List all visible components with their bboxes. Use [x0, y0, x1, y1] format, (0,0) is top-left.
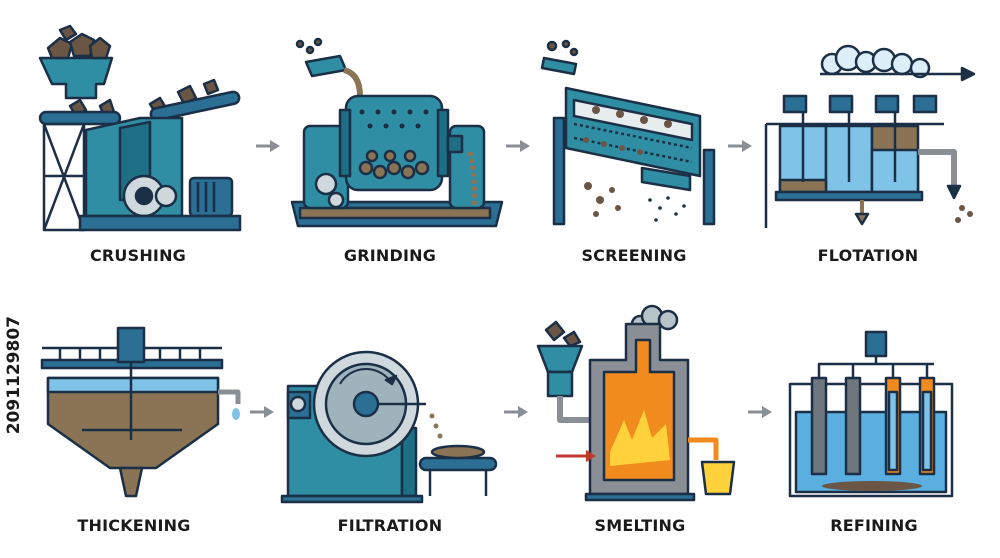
arrow-crushing-to-grinding-icon [256, 140, 280, 152]
stage-label-filtration: FILTRATION [337, 516, 443, 535]
vibrating-screen-illustration [540, 39, 716, 226]
arrow-screening-to-flotation-icon [728, 140, 752, 152]
grinding-mill-illustration [290, 37, 504, 228]
stage-label-thickening: THICKENING [77, 516, 191, 535]
smelting-furnace-illustration [536, 304, 736, 502]
flow-arrows [250, 140, 772, 418]
electrolytic-refining-illustration [788, 330, 954, 498]
stage-label-grinding: GRINDING [343, 246, 437, 265]
stage-label-refining: REFINING [830, 516, 918, 535]
drum-filter-illustration [280, 350, 498, 504]
stock-image-id: 2091129807 [4, 316, 24, 435]
arrow-filtration-to-smelting-icon [504, 406, 528, 418]
arrow-thickening-to-filtration-icon [250, 406, 274, 418]
stage-label-screening: SCREENING [581, 246, 687, 265]
arrow-grinding-to-screening-icon [506, 140, 530, 152]
stage-label-smelting: SMELTING [594, 516, 686, 535]
stage-label-crushing: CRUSHING [89, 246, 187, 265]
crushing-machine-illustration [38, 24, 242, 232]
stage-label-flotation: FLOTATION [817, 246, 919, 265]
arrow-smelting-to-refining-icon [748, 406, 772, 418]
flotation-cells-illustration [764, 44, 976, 228]
thickener-tank-illustration [40, 326, 241, 498]
